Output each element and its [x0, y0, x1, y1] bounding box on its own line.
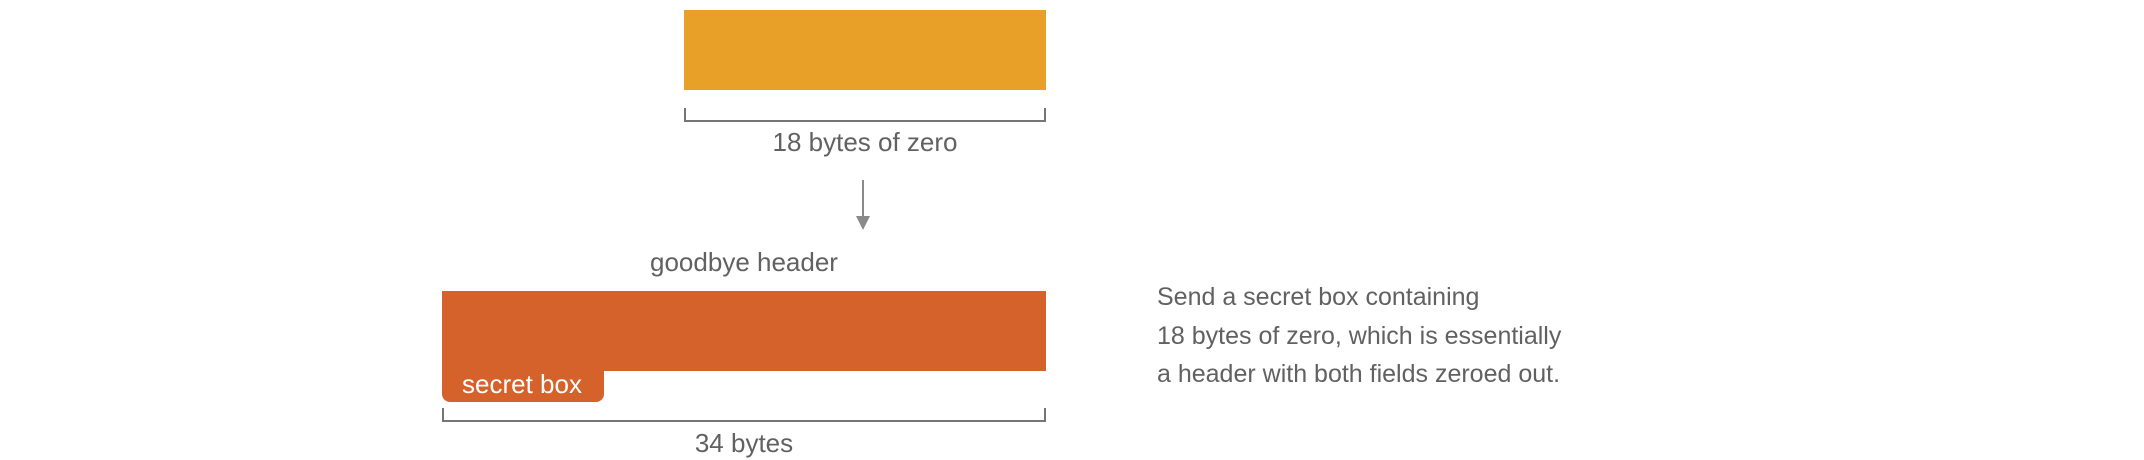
secret-box-tab	[442, 369, 604, 402]
total-bytes-label: 34 bytes	[694, 428, 794, 458]
zero-bytes-label: 18 bytes of zero	[772, 127, 958, 157]
down-arrow-icon	[856, 216, 870, 230]
secret-box-label: secret box	[462, 369, 582, 399]
down-arrow-line	[862, 180, 864, 216]
description-line: a header with both fields zeroed out.	[1157, 360, 1561, 388]
goodbye-header-label: goodbye header	[650, 247, 838, 277]
description-line: 18 bytes of zero, which is essentially	[1157, 321, 1562, 350]
description-line: Send a secret box containing	[1157, 283, 1480, 311]
total-bytes-bracket	[442, 408, 1046, 422]
zero-bytes-block	[684, 10, 1046, 90]
description: Send a secret box containing 18 bytes of…	[1157, 278, 1561, 394]
goodbye-header-block	[442, 291, 1046, 371]
zero-bytes-bracket	[684, 108, 1046, 122]
